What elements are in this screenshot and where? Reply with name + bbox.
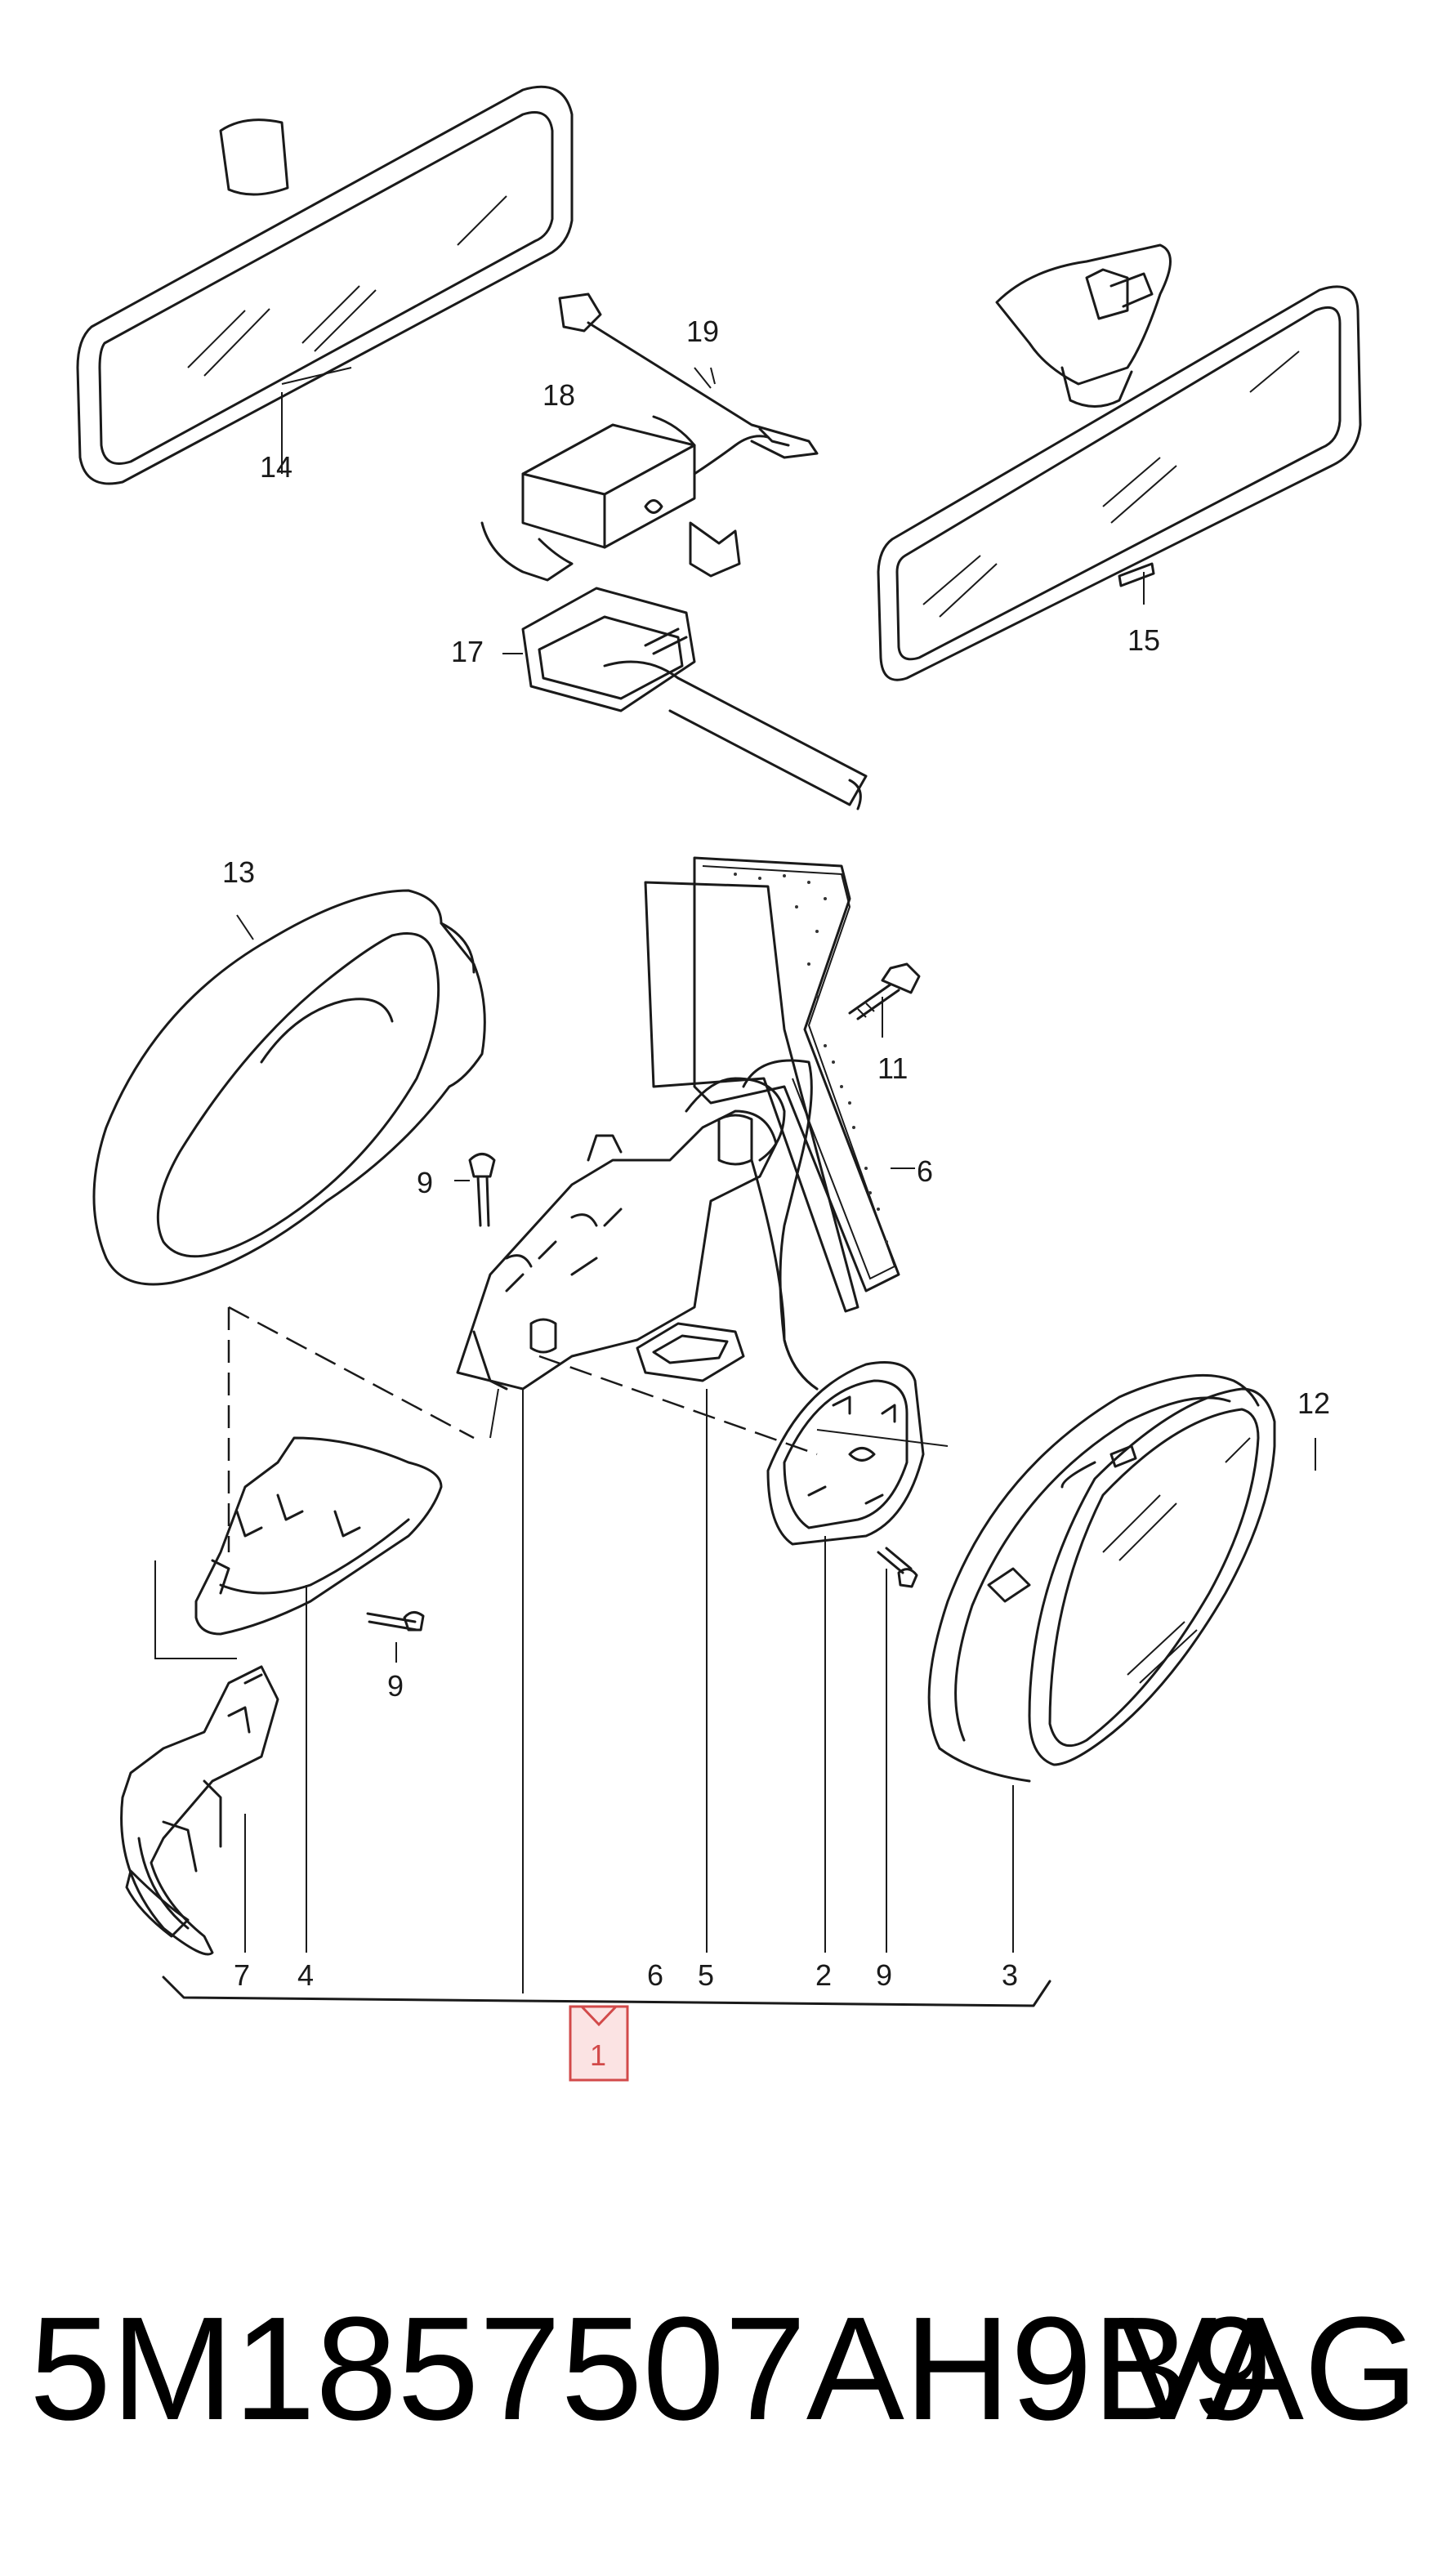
mirror-cap-cover — [194, 1436, 443, 1636]
mirror-glass-12 — [1028, 1387, 1276, 1766]
mirror-bracket-4 — [456, 1059, 819, 1391]
callout-19: 19 — [686, 315, 719, 348]
callout-12: 12 — [1297, 1386, 1330, 1420]
rubber-seal-5 — [636, 1322, 745, 1382]
adjustment-motor-2 — [750, 1159, 925, 1546]
interior-mirror-14 — [76, 85, 574, 485]
callout-7: 7 — [234, 1958, 250, 1992]
brand-name: VAG — [1118, 2287, 1418, 2451]
bolt-11 — [848, 962, 921, 1020]
callout-9-upper: 9 — [417, 1166, 433, 1199]
callout-labels: 14 19 18 15 17 13 11 6 9 12 9 7 4 6 5 2 … — [222, 315, 1330, 1992]
callout-13: 13 — [222, 855, 255, 889]
callout-18: 18 — [542, 378, 575, 412]
callout-17: 17 — [451, 635, 484, 668]
callout-14: 14 — [260, 450, 292, 484]
part-number-footer: 5M1857507AH9B9 VAG — [29, 2288, 1418, 2451]
lower-cover-7 — [120, 1665, 279, 1956]
callout-1: 1 — [590, 2038, 606, 2072]
mirror-frame-3 — [927, 1373, 1260, 1783]
callout-11: 11 — [877, 1051, 908, 1085]
mounting-plate-6 — [644, 856, 900, 1313]
callout-2: 2 — [815, 1958, 832, 1992]
sensor-wire-19 — [558, 292, 819, 459]
screw-9-upper — [468, 1153, 496, 1227]
callout-6-lower: 6 — [647, 1958, 663, 1992]
screw-9-middle — [366, 1611, 425, 1632]
callout-5: 5 — [698, 1958, 714, 1992]
callout-15: 15 — [1127, 623, 1160, 657]
mirror-base-cover-17 — [521, 587, 868, 810]
callout-6-upper: 6 — [917, 1154, 933, 1188]
callout-9-middle: 9 — [387, 1669, 404, 1703]
exploded-parts-diagram: 14 19 18 15 17 13 11 6 9 12 9 7 4 6 5 2 … — [76, 85, 1362, 2082]
part-number: 5M1857507AH9B9 — [29, 2287, 1273, 2451]
callout-9-right: 9 — [876, 1958, 892, 1992]
callout-4: 4 — [297, 1958, 314, 1992]
mirror-housing-13 — [92, 889, 486, 1286]
leader-lines — [154, 367, 1316, 2007]
highlight-pointer — [580, 2005, 618, 2027]
callout-3: 3 — [1002, 1958, 1018, 1992]
highlight-callout-1[interactable]: 1 — [569, 2005, 629, 2082]
screw-9-right — [877, 1547, 918, 1588]
highlight-box — [569, 2005, 629, 2082]
control-module-18 — [480, 415, 770, 582]
interior-mirror-15 — [877, 243, 1362, 681]
